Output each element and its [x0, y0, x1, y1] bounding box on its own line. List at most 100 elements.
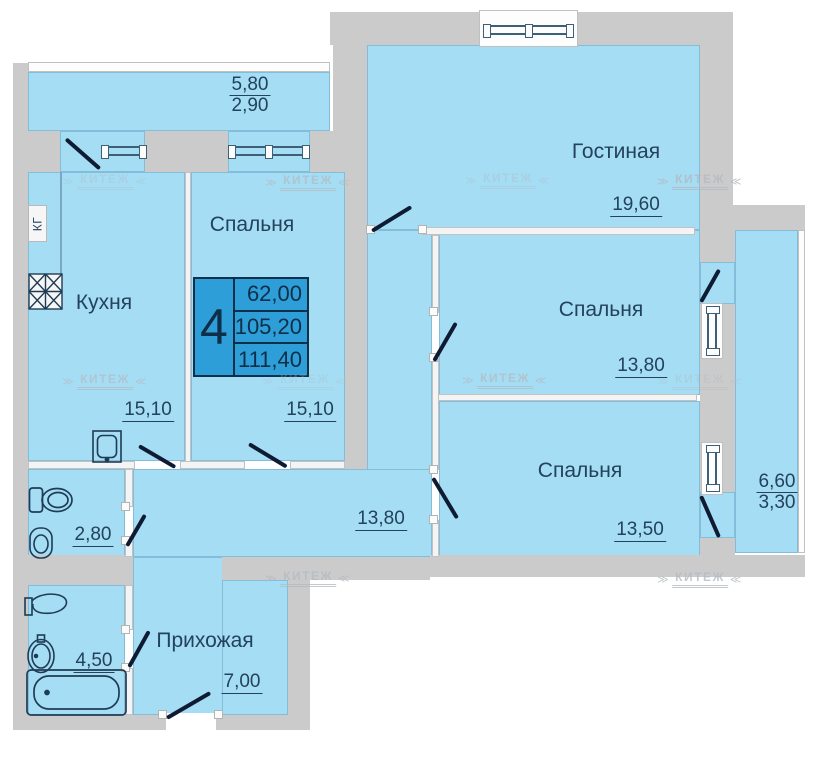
- rooms-count: 4: [195, 279, 235, 375]
- wall-bedroom1-right: [345, 131, 367, 469]
- watermark: ≫КИТЕЖ≪: [262, 372, 348, 390]
- bathroom-fixture-icon: [24, 591, 70, 621]
- area-bedroom-2: 13,80: [615, 355, 667, 378]
- partition-bedroom2-3: [438, 394, 697, 401]
- wall-outer-bottom: [13, 715, 310, 730]
- area-balcony-right: 6,60 3,30: [756, 471, 798, 513]
- bedroom1-window-icon: [228, 145, 310, 159]
- room-balcony-right: [735, 230, 798, 553]
- vent-shaft-icon: [28, 273, 63, 310]
- area-kitchen: 15,10: [122, 399, 174, 422]
- door-cap: [429, 465, 438, 474]
- area-bathroom: 4,50: [73, 650, 115, 673]
- bath-sink-icon: [26, 634, 57, 675]
- entrance-opening: [166, 713, 216, 730]
- room-bedroom-2: [439, 230, 700, 395]
- balcony-top-glazing: [28, 62, 330, 72]
- closet-kg: КГ: [28, 205, 47, 242]
- wc-sink-icon: [29, 527, 54, 559]
- area-corridor: 13,80: [355, 508, 407, 531]
- door-cap: [158, 710, 167, 719]
- label-bedroom-2: Спальня: [558, 298, 644, 321]
- door-cap: [429, 307, 438, 316]
- toilet-icon: [28, 484, 74, 516]
- label-kitchen: Кухня: [75, 291, 133, 314]
- watermark: ≫КИТЕЖ≪: [657, 372, 743, 390]
- closet-kg-label: КГ: [30, 216, 45, 231]
- partition-corridor-c: [432, 520, 439, 557]
- balcony-right-glazing: [798, 230, 805, 553]
- bedroom2-window-bay: [701, 303, 723, 359]
- area-bedroom-3: 13,50: [614, 519, 666, 542]
- apartment-info-box: 4 62,00 105,20 111,40: [193, 277, 309, 377]
- label-bedroom-3: Спальня: [537, 459, 623, 482]
- full-area-value: 111,40: [237, 346, 302, 372]
- window-cap: [706, 348, 720, 356]
- window-cap: [302, 145, 310, 159]
- window-cap: [228, 145, 236, 159]
- area-balcony-top: 5,80 2,90: [229, 74, 271, 116]
- partition-bath-right-a: [125, 585, 133, 630]
- door-cap: [429, 515, 438, 524]
- partition-kitchen-niche: [60, 172, 62, 310]
- watermark: ≫КИТЕЖ≪: [62, 172, 148, 190]
- window-cap: [706, 484, 720, 492]
- partition-living-bottom: [422, 227, 695, 235]
- partition-corridor-a: [432, 235, 439, 313]
- total-area-value: 105,20: [234, 312, 307, 345]
- wall-bottom-right: [430, 555, 805, 577]
- watermark: ≫КИТЕЖ≪: [465, 171, 551, 189]
- label-hallway: Прихожая: [156, 629, 254, 652]
- wall-hallway-top: [222, 557, 430, 580]
- window-cap: [265, 145, 273, 159]
- room-balcony-top: [28, 72, 330, 131]
- wall-living-right: [700, 12, 733, 205]
- room-kitchen: [28, 172, 185, 461]
- window-cap: [566, 24, 574, 38]
- watermark: ≫КИТЕЖ≪: [657, 570, 743, 588]
- bedroom3-window-icon: [706, 445, 720, 492]
- living-window-icon: [483, 24, 574, 38]
- wall-hallway-right: [288, 580, 310, 715]
- room-corridor: [133, 469, 432, 557]
- area-living: 19,60: [610, 194, 662, 217]
- watermark: ≫КИТЕЖ≪: [62, 372, 148, 390]
- window-cap: [706, 445, 720, 453]
- kitchen-sink-icon: [92, 428, 122, 464]
- label-bedroom-1: Спальня: [209, 213, 295, 236]
- door-cap: [418, 225, 427, 234]
- wall-balcony-right-top: [700, 205, 805, 230]
- room-bathroom: [28, 585, 125, 715]
- window-cap: [525, 24, 533, 38]
- label-living: Гостиная: [571, 140, 661, 163]
- door-cap: [121, 502, 130, 511]
- watermark: ≫КИТЕЖ≪: [462, 371, 548, 389]
- window-cap: [706, 306, 720, 314]
- area-wc: 2,80: [72, 524, 114, 547]
- partition-bottom-a: [28, 461, 135, 469]
- window-cap: [139, 145, 147, 159]
- area-hallway: 7,00: [221, 671, 263, 694]
- bedroom2-window-icon: [706, 306, 720, 356]
- room-living: [367, 45, 700, 230]
- window-cap: [483, 24, 491, 38]
- room-corridor-vertical: [367, 230, 432, 470]
- partition-kitchen-bedroom1: [185, 172, 191, 465]
- partition-bottom-c: [290, 461, 345, 469]
- watermark: ≫КИТЕЖ≪: [265, 173, 351, 191]
- room-bedroom-3: [439, 401, 700, 557]
- room-hallway-right: [222, 580, 288, 715]
- partition-corridor-b: [432, 358, 439, 470]
- door-cap: [214, 710, 223, 719]
- kitchen-window-icon: [101, 145, 147, 159]
- bedroom3-window-bay: [701, 442, 723, 495]
- watermark: ≫КИТЕЖ≪: [657, 172, 743, 190]
- room-wc: [28, 469, 125, 557]
- watermark: ≫КИТЕЖ≪: [265, 569, 351, 587]
- wall-under-wc: [13, 555, 133, 585]
- partition-bottom-b: [180, 461, 245, 469]
- bathtub-icon: [26, 669, 127, 716]
- area-bedroom-1: 15,10: [284, 399, 336, 422]
- door-cap: [121, 625, 130, 634]
